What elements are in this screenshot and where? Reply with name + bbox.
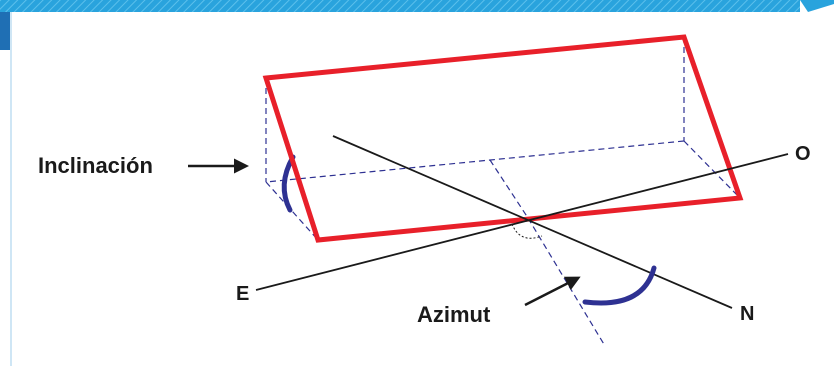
azimuth-label: Azimut <box>417 302 491 327</box>
right-angle-marker <box>511 223 543 239</box>
strike-line <box>255 153 789 291</box>
header-tab <box>800 0 834 12</box>
left-border-line <box>10 12 12 366</box>
inclined-plane <box>262 34 744 243</box>
horizontal-projection <box>265 37 741 347</box>
azimuth-arc <box>582 265 657 306</box>
east-label: E <box>236 283 249 305</box>
west-label: O <box>795 143 811 165</box>
north-label: N <box>740 303 754 325</box>
inclination-label: Inclinación <box>38 153 153 178</box>
header-band <box>0 0 800 12</box>
left-border-accent <box>0 12 12 50</box>
north-line <box>332 135 733 309</box>
azimuth-arrow <box>524 276 581 307</box>
